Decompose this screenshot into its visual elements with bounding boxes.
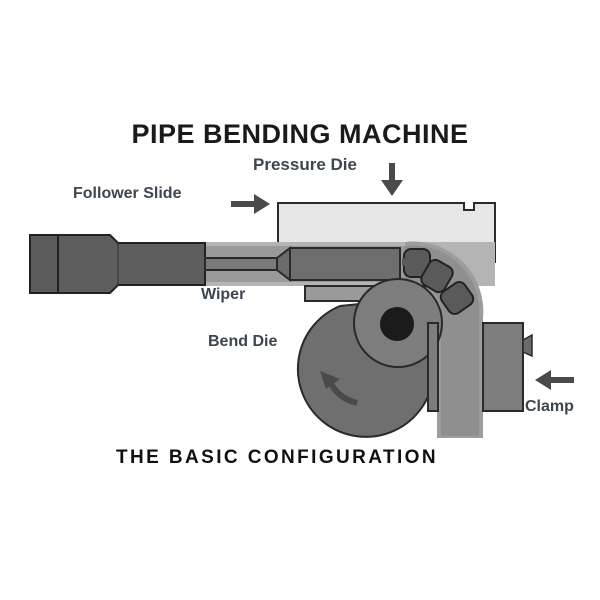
clamp-label: Clamp [525,398,574,415]
follower-slide-label: Follower Slide [73,185,182,202]
clamp [427,322,533,412]
rotation-arrow [320,371,358,406]
diagram-subtitle: THE BASIC CONFIGURATION [116,447,438,468]
clamp-arrow [535,370,574,390]
mandrel [289,247,475,315]
wiper-label: Wiper [201,286,246,303]
follower-slide [29,234,206,294]
diagram-title: PIPE BENDING MACHINE [131,119,469,149]
bend-die-label: Bend Die [208,333,278,350]
bend-die [296,278,443,438]
pressure-die-arrow [381,163,403,196]
pressure-die-label: Pressure Die [253,155,357,174]
follower-slide-arrow [231,194,270,214]
